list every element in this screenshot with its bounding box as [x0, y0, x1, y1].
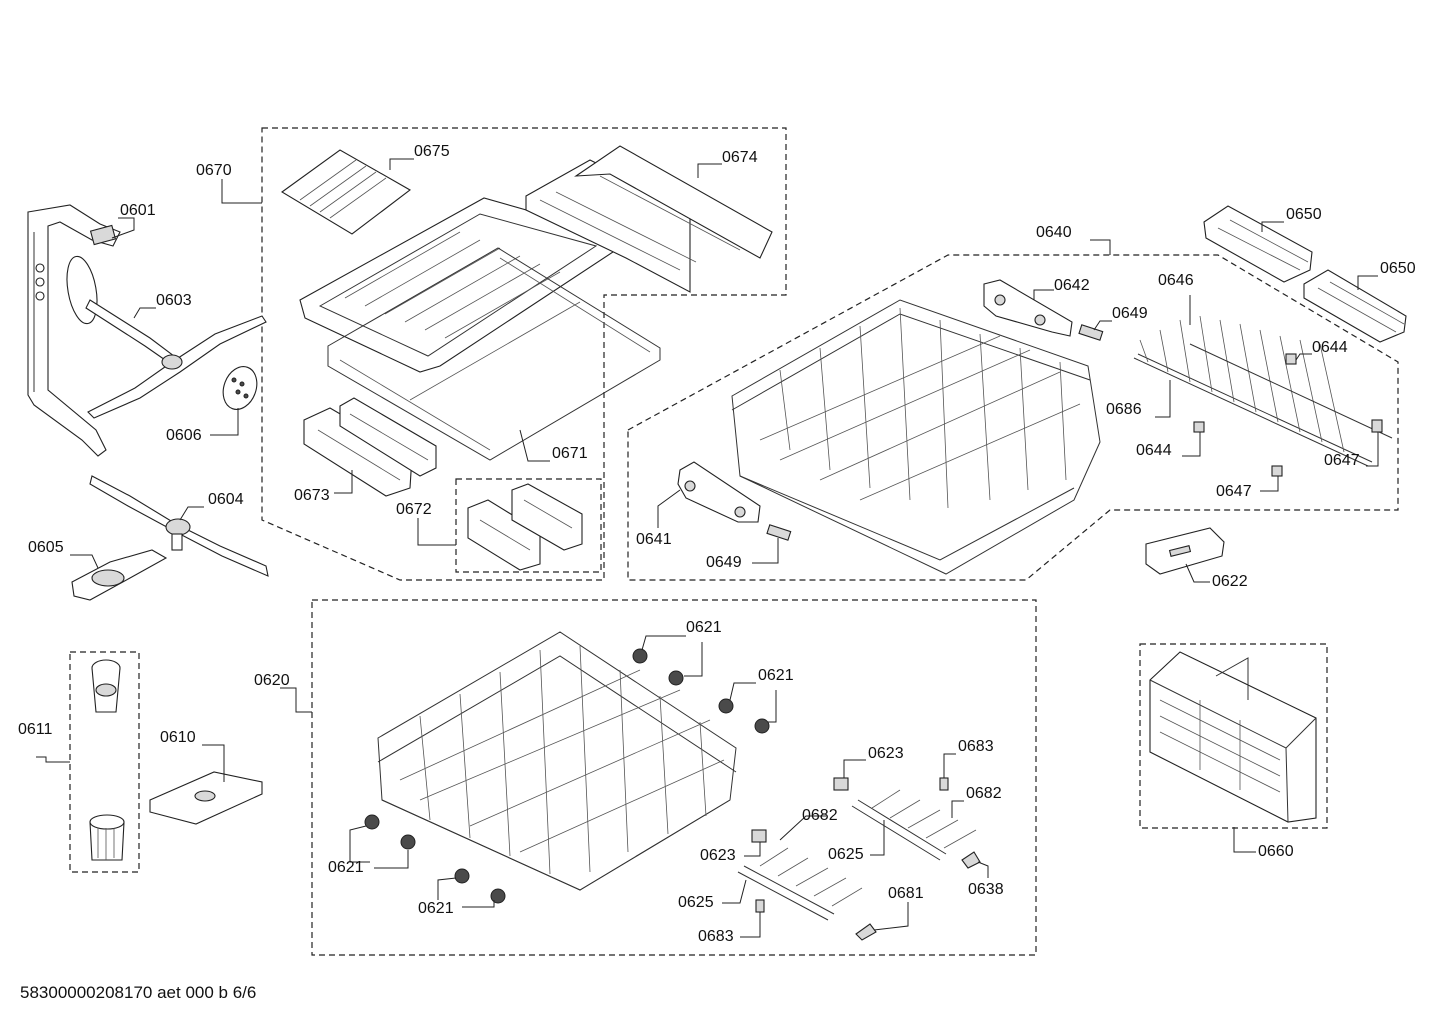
insert-0674 — [525, 145, 773, 293]
leader-lines — [36, 158, 1379, 938]
outline-lower-basket-0620 — [311, 599, 1037, 956]
handle-0622 — [1145, 527, 1225, 575]
part-label-0673: 0673 — [294, 487, 330, 504]
outline-upper-rack-0670 — [261, 127, 787, 581]
part-label-0606: 0606 — [166, 427, 202, 444]
part-label-0647-right: 0647 — [1324, 452, 1360, 469]
part-label-0675: 0675 — [414, 143, 450, 160]
upper-spray-arm-0603 — [66, 255, 267, 419]
rack-adjuster-0641 — [677, 461, 761, 523]
part-label-0625-lower: 0625 — [678, 894, 714, 911]
part-label-0683-upper: 0683 — [958, 738, 994, 755]
part-label-0621-a: 0621 — [686, 619, 722, 636]
spray-arm-supply-pipe-0601 — [27, 204, 121, 457]
part-label-0681: 0681 — [888, 885, 924, 902]
part-label-0610: 0610 — [160, 729, 196, 746]
part-label-0671: 0671 — [552, 445, 588, 462]
tines-0650-right — [1303, 269, 1407, 343]
micro-filter-0611 — [89, 659, 125, 861]
part-label-0641: 0641 — [636, 531, 672, 548]
clips-0644-0647 — [1193, 353, 1383, 477]
rack-adjuster-0642 — [983, 279, 1073, 337]
lower-spray-arm-0604 — [89, 475, 269, 577]
outline-upper-basket-0640 — [627, 254, 1399, 581]
part-label-0640: 0640 — [1036, 224, 1072, 241]
part-label-0660: 0660 — [1258, 843, 1294, 860]
part-label-0601: 0601 — [120, 202, 156, 219]
part-label-0611: 0611 — [18, 721, 53, 738]
outline-filter-0611 — [69, 651, 140, 873]
part-label-0650-right: 0650 — [1380, 260, 1416, 277]
part-label-0647-left: 0647 — [1216, 483, 1252, 500]
knife-holder-0675 — [281, 149, 411, 235]
part-label-0638: 0638 — [968, 881, 1004, 898]
cutlery-drawer-0671 — [299, 197, 661, 461]
third-rack-insert-0672 — [467, 483, 583, 571]
group-outlines — [69, 127, 1399, 956]
part-label-0620: 0620 — [254, 672, 290, 689]
part-label-0603: 0603 — [156, 292, 192, 309]
part-label-0672: 0672 — [396, 501, 432, 518]
holder-0673 — [303, 397, 437, 497]
part-label-0649-upper: 0649 — [1112, 305, 1148, 322]
part-label-0682-right: 0682 — [966, 785, 1002, 802]
part-label-0644-lower: 0644 — [1136, 442, 1172, 459]
part-label-0670: 0670 — [196, 162, 232, 179]
small-parts-0623-0683-0681-0638 — [751, 777, 981, 941]
part-label-0623-lower: 0623 — [700, 847, 736, 864]
part-label-0625-upper: 0625 — [828, 846, 864, 863]
part-label-0642: 0642 — [1054, 277, 1090, 294]
outline-third-rack-0672 — [455, 478, 602, 573]
part-label-0650-left: 0650 — [1286, 206, 1322, 223]
part-label-0621-d: 0621 — [418, 900, 454, 917]
part-label-0644-upper: 0644 — [1312, 339, 1348, 356]
part-label-0621-c: 0621 — [328, 859, 364, 876]
outline-cutlery-basket-0660 — [1139, 643, 1328, 829]
part-label-0686: 0686 — [1106, 401, 1142, 418]
tines-0650-left — [1203, 205, 1313, 283]
filter-disc-0606 — [222, 366, 258, 410]
part-label-0623-upper: 0623 — [868, 745, 904, 762]
wheels-0621 — [364, 648, 770, 904]
upper-basket-0640 — [731, 299, 1101, 575]
cutlery-basket-0660 — [1149, 651, 1317, 823]
part-label-0649-lower: 0649 — [706, 554, 742, 571]
fold-down-tines-0646 — [1133, 315, 1393, 467]
lower-basket-0620 — [377, 631, 737, 891]
cap-0649-lower — [766, 524, 792, 541]
part-label-0622: 0622 — [1212, 573, 1248, 590]
fold-down-tines-0682-upper — [851, 789, 977, 861]
part-label-0683-lower: 0683 — [698, 928, 734, 945]
fine-filter-0610 — [149, 771, 263, 825]
cover-0605 — [71, 549, 168, 601]
part-label-0621-b: 0621 — [758, 667, 794, 684]
part-label-0605: 0605 — [28, 539, 64, 556]
part-label-0646: 0646 — [1158, 272, 1194, 289]
part-label-0682-left: 0682 — [802, 807, 838, 824]
fold-down-tines-0682-lower — [737, 847, 863, 921]
document-footer-id: 58300000208170 aet 000 b 6/6 — [20, 983, 257, 1002]
part-label-0604: 0604 — [208, 491, 244, 508]
part-label-0674: 0674 — [722, 149, 758, 166]
cap-0649-upper — [1078, 324, 1104, 341]
